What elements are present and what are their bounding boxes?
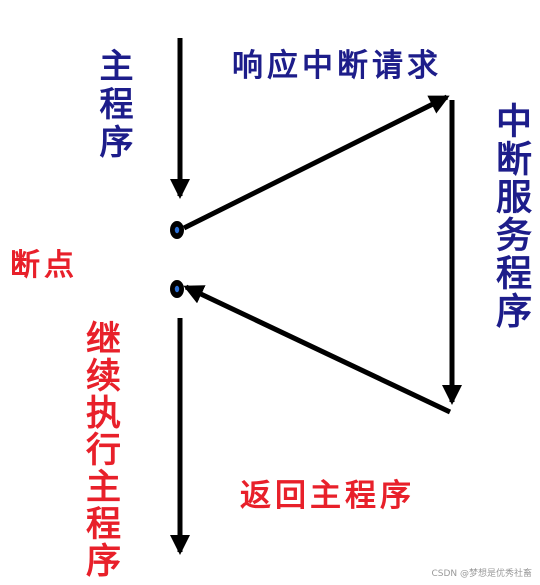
respond-interrupt-arrow [182,94,450,231]
main-program-label: 主程序 [93,48,133,162]
breakpoint-dot-lower-center [174,285,180,293]
return-arrow [183,284,452,415]
respond-interrupt-label: 响应中断请求 [232,48,442,84]
interrupt-service-routine-label: 中断服务程序 [490,102,531,330]
continue-main-label: 继续执行主程序 [80,320,120,579]
watermark: CSDN @梦想是优秀社畜 [431,569,532,579]
breakpoint-label: 断点 [10,248,78,283]
breakpoint-dot-upper-center [174,226,180,234]
return-main-label: 返回主程序 [240,478,415,514]
